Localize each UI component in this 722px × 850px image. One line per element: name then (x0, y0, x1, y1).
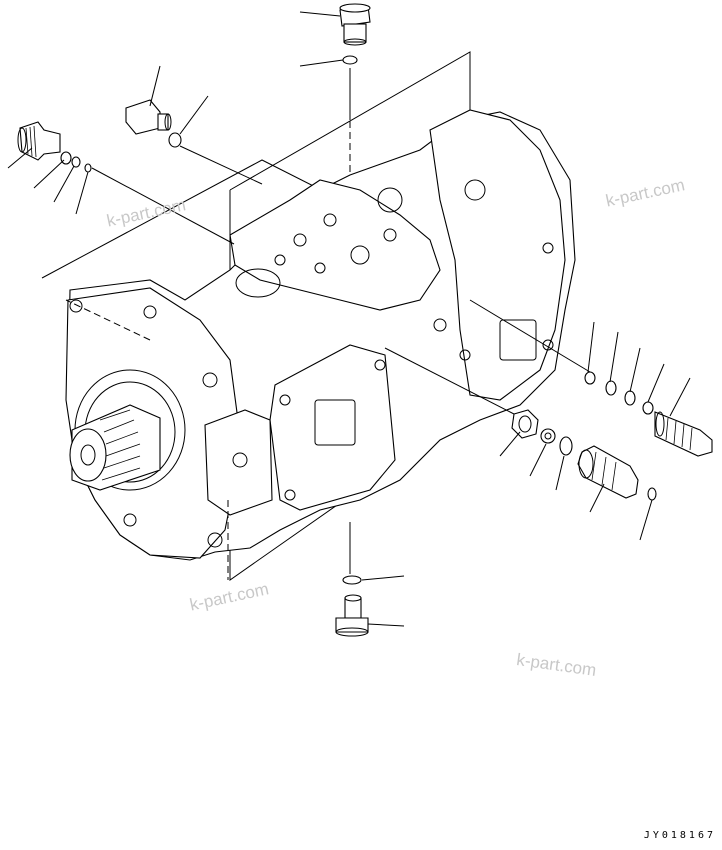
leader-o-ring-fitting-3 (75, 171, 89, 215)
o-ring-lower (559, 436, 573, 456)
leader-o-ring-relief-valve (639, 499, 653, 541)
leader-axis-fitting (91, 167, 235, 245)
o-ring-fitting-1 (60, 151, 72, 165)
leader-fitting-upper-left (7, 147, 33, 169)
o-ring-fitting-2 (71, 156, 81, 168)
leader-axis-lower (384, 347, 515, 415)
plug-top (339, 3, 371, 46)
leader-plug-top (299, 11, 341, 17)
pump-housing (65, 109, 576, 561)
valve-cartridge-right (654, 411, 713, 457)
o-ring-relief-valve (647, 487, 657, 501)
leader-o-ring-right-3 (629, 347, 641, 393)
washer-lower (540, 428, 556, 444)
o-ring-upper-left (168, 132, 182, 148)
leader-o-ring-right-4 (647, 363, 665, 403)
leader-plug-upper-left (149, 65, 161, 107)
o-ring-top (342, 55, 358, 65)
o-ring-right-3 (624, 390, 636, 406)
leader-valve-cartridge-right (669, 377, 691, 417)
leader-axis-upper-left (179, 145, 263, 185)
fitting-lower (511, 409, 539, 439)
leader-o-ring-bottom (361, 575, 405, 581)
o-ring-bottom (342, 575, 362, 585)
o-ring-right-1 (584, 371, 596, 385)
leader-fitting-lower (499, 431, 521, 457)
plug-upper-left (125, 99, 172, 135)
leader-o-ring-upper-left (179, 95, 209, 135)
leader-o-ring-right-2 (609, 331, 619, 383)
o-ring-fitting-3 (84, 163, 92, 173)
leader-plug-bottom (367, 623, 405, 627)
centerlines (65, 120, 351, 580)
relief-valve (577, 445, 639, 499)
leader-washer-lower (529, 443, 547, 477)
drawing-code: JY018167 (643, 830, 716, 841)
leader-o-ring-lower (555, 455, 565, 491)
leader-axis-right (469, 299, 591, 373)
o-ring-right-4 (642, 401, 654, 415)
fitting-upper-left (17, 121, 61, 161)
leader-o-ring-fitting-2 (53, 165, 75, 203)
leader-relief-valve (589, 483, 605, 513)
o-ring-right-2 (605, 380, 617, 396)
leader-o-ring-top (299, 59, 344, 67)
leader-o-ring-right-1 (587, 321, 595, 373)
leader-o-ring-fitting-1 (33, 159, 65, 189)
plug-bottom (335, 594, 369, 637)
